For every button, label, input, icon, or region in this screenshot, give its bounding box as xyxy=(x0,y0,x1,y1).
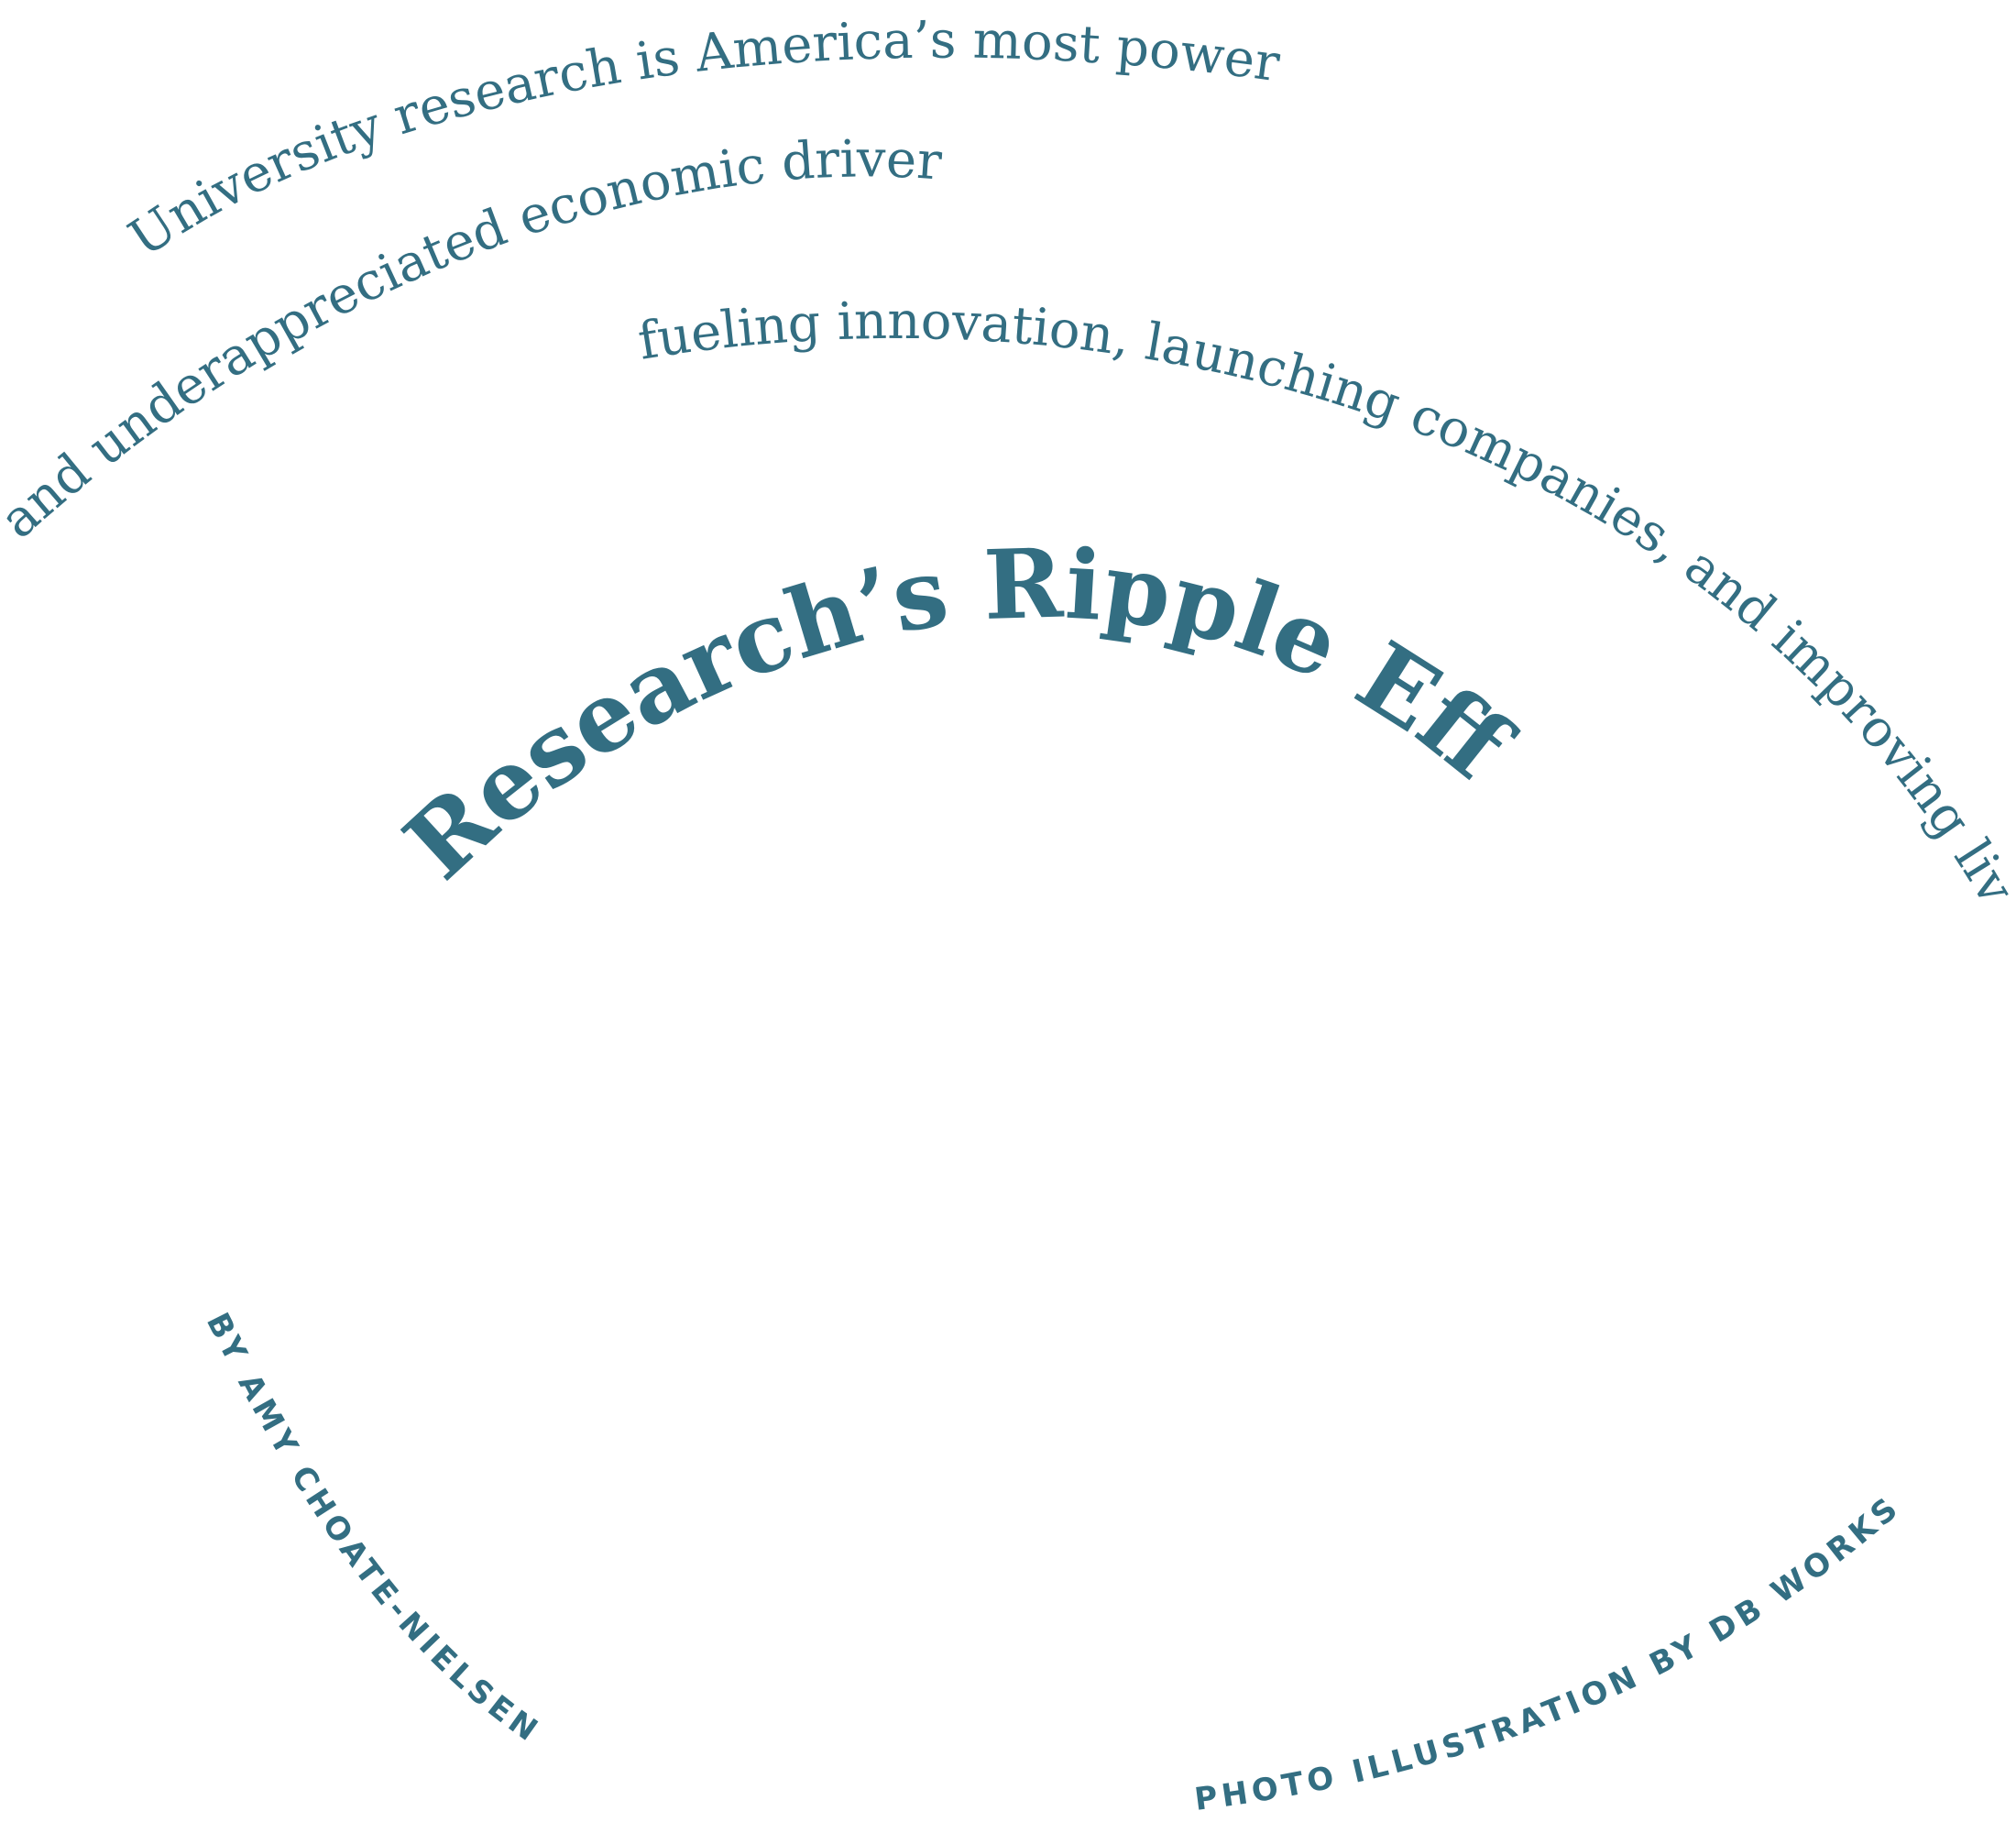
deck-line-1-text: University research is America’s most po… xyxy=(0,0,1283,269)
byline-text: BY AMY CHOATE-NIELSEN xyxy=(199,1307,543,1751)
photo-credit: PHOTO ILLUSTRATION BY DB WORKS xyxy=(1192,1488,1908,1818)
byline: BY AMY CHOATE-NIELSEN xyxy=(199,1307,548,1751)
photo-credit-text: PHOTO ILLUSTRATION BY DB WORKS xyxy=(1192,1488,1903,1818)
deck-line-1: University research is America’s most po… xyxy=(0,0,1283,269)
